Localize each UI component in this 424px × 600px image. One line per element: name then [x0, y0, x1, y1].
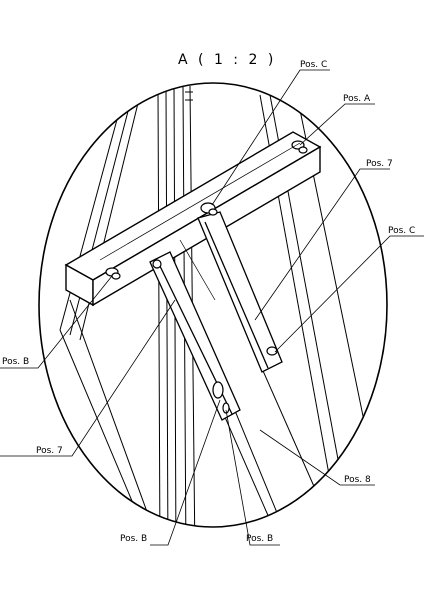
callout-pos-7-left: Pos. 7: [36, 446, 63, 456]
callout-pos-7-right: Pos. 7: [366, 159, 393, 169]
leader-lines: [0, 69, 424, 546]
callout-pos-b-bottom-left: Pos. B: [120, 534, 148, 544]
callout-pos-b-bottom-right: Pos. B: [246, 534, 274, 544]
callout-pos-c-top: Pos. C: [300, 60, 328, 70]
detail-circle: [38, 82, 388, 528]
beam-detail: [99, 142, 301, 301]
frame-profiles: [59, 85, 371, 527]
callout-pos-b-left: Pos. B: [2, 357, 30, 367]
top-marks: [185, 91, 193, 101]
callout-pos-c-right: Pos. C: [388, 226, 416, 236]
callout-pos-8: Pos. 8: [344, 475, 371, 485]
callout-pos-a: Pos. A: [343, 94, 371, 104]
detail-title: A ( 1 : 2 ): [178, 52, 277, 68]
cross-beam: [64, 131, 322, 307]
